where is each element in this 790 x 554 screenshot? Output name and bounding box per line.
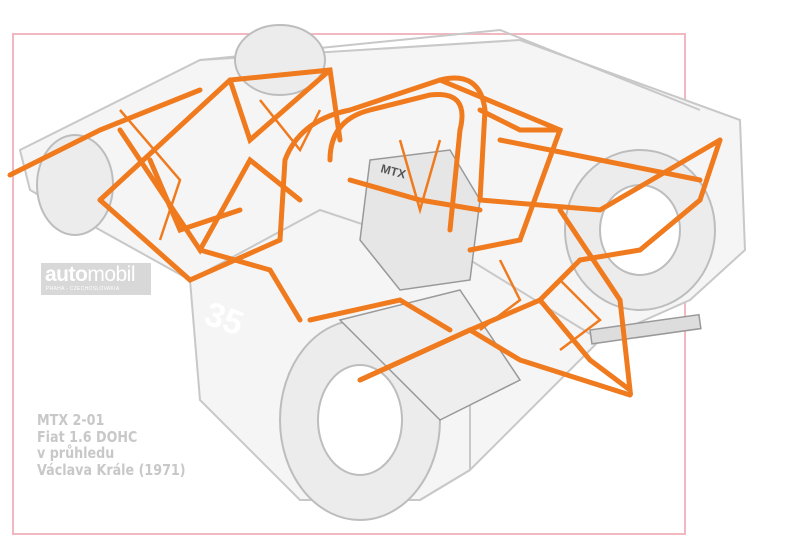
caption-line: v průhledu [37,444,115,462]
logo-subtitle: PRAHA - CZECHOSLOVAKIA [46,286,120,292]
caption-line: MTX 2-01 [37,411,105,429]
logo-brand-light: mobil [87,263,136,286]
orange-tube-frame [7,67,723,398]
engine [338,149,702,421]
orange-tube-frame-thin [119,99,602,351]
front-left-wheel [36,134,114,236]
caption: MTX 2-01 Fiat 1.6 DOHC v průhledu Václav… [37,412,186,478]
caption-line: Václava Krále (1971) [37,460,186,479]
engine-label: MTX [379,161,407,181]
logo-brand-bold: auto [45,263,88,286]
automobil-logo: automobil PRAHA - CZECHOSLOVAKIA [41,263,151,295]
caption-line: Fiat 1.6 DOHC [37,427,138,446]
